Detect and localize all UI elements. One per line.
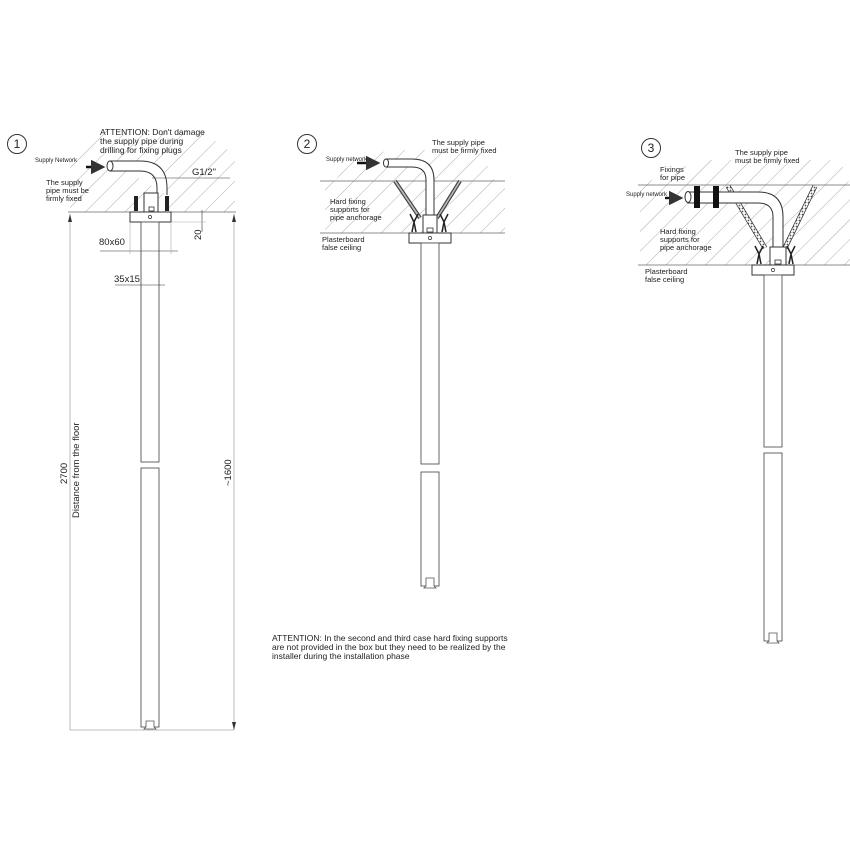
ceiling-hatch-3	[640, 185, 850, 265]
shower-pipe-lower-3	[763, 452, 783, 642]
supply-pipe-1	[110, 160, 168, 195]
pipe-fixings-label: Fixings for pipe	[660, 165, 686, 183]
step-number-2: 2	[297, 134, 317, 154]
ceiling-label-3: Plasterboard false ceiling	[645, 267, 688, 285]
ceiling-label-2: Plasterboard false ceiling	[322, 235, 365, 253]
shower-pipe-lower-2	[420, 471, 440, 587]
supply-network-label-2: Supply network	[326, 157, 368, 163]
panel-2	[320, 150, 505, 589]
ceiling-hatch-2	[325, 181, 505, 233]
flange-dimension-label: 80x60	[99, 237, 125, 248]
shower-pipe-upper-3	[763, 274, 783, 448]
flange-thickness-label: 20	[193, 229, 204, 240]
attention-note-1: ATTENTION: Don't damage the supply pipe …	[100, 127, 205, 156]
panel-1	[68, 130, 236, 731]
panel-3	[638, 160, 850, 644]
pipe-fixing-1	[694, 186, 700, 208]
step-number-1: 1	[7, 134, 27, 154]
shower-pipe-upper-2	[420, 242, 440, 465]
pipe-fixing-2	[713, 186, 719, 208]
step-number-3: 3	[641, 138, 661, 158]
height-description-label: Distance from the floor	[71, 422, 82, 518]
firmly-fixed-note-1: The supply pipe must be firmly fixed	[46, 178, 89, 204]
shower-head-3	[766, 632, 780, 644]
footer-attention-note: ATTENTION: In the second and third case …	[272, 633, 508, 662]
supply-network-label-3: Supply network	[626, 192, 668, 198]
shower-pipe-upper-1	[140, 221, 160, 463]
fixing-support-right-3	[783, 185, 817, 249]
pipe-dimension-label: 35x15	[114, 274, 140, 285]
fixing-plug-left	[134, 196, 138, 211]
fixing-plug-right	[165, 196, 169, 211]
length-dimension-label: ~1600	[223, 459, 234, 486]
shower-head-2	[423, 577, 437, 589]
firmly-fixed-note-3: The supply pipe must be firmly fixed	[735, 148, 800, 166]
flange-2	[408, 232, 452, 244]
supply-network-label-1: Supply Network	[35, 158, 78, 164]
shower-pipe-lower-1	[140, 467, 160, 728]
supports-label-2: Hard fixing supports for pipe anchorage	[330, 197, 382, 223]
flange-1	[129, 211, 172, 223]
firmly-fixed-note-2: The supply pipe must be firmly fixed	[432, 138, 497, 156]
shower-head-1	[143, 720, 157, 730]
height-dimension-label: 2700	[59, 462, 70, 484]
thread-size-label: G1/2"	[192, 167, 216, 178]
flange-3	[751, 264, 795, 276]
supports-label-3: Hard fixing supports for pipe anchorage	[660, 227, 712, 253]
